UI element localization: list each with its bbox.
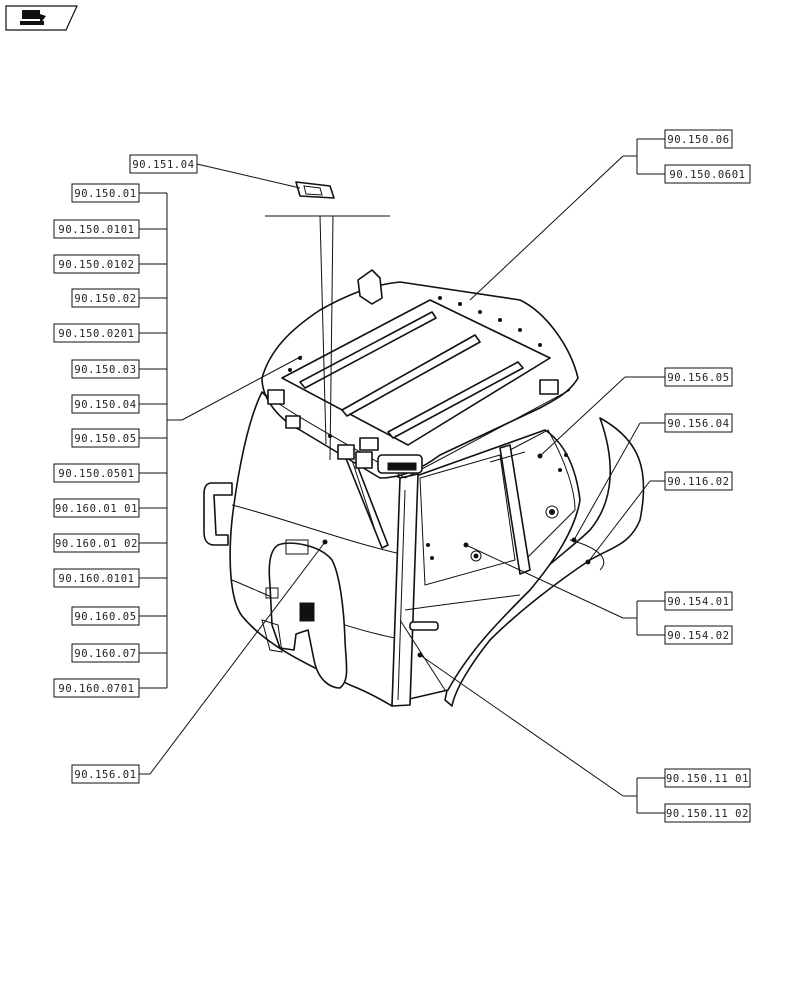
label-90-160-05[interactable]: 90.160.05 bbox=[71, 606, 140, 626]
svg-text:90.151.04: 90.151.04 bbox=[132, 159, 194, 171]
label-90-150-02[interactable]: 90.150.02 bbox=[71, 288, 140, 308]
label-90-150-04[interactable]: 90.150.04 bbox=[71, 394, 140, 414]
label-90-150-0501[interactable]: 90.150.0501 bbox=[53, 463, 140, 483]
label-90-160-01-02[interactable]: 90.160.01 02 bbox=[53, 533, 140, 553]
door-pillar bbox=[391, 473, 419, 707]
label-90-116-02[interactable]: 90.116.02 bbox=[664, 471, 733, 491]
label-90-160-01-01[interactable]: 90.160.01 01 bbox=[53, 498, 140, 518]
part-labels: 90.151.04 90.150.01 90.150.0101 90.150.0… bbox=[53, 129, 751, 823]
svg-text:90.154.01: 90.154.01 bbox=[667, 596, 729, 608]
svg-text:90.156.04: 90.156.04 bbox=[667, 418, 729, 430]
svg-text:90.160.05: 90.160.05 bbox=[74, 611, 136, 623]
label-90-160-07[interactable]: 90.160.07 bbox=[71, 643, 140, 663]
label-90-150-11-02[interactable]: 90.150.11 02 bbox=[664, 803, 751, 823]
label-90-151-04[interactable]: 90.151.04 bbox=[129, 154, 198, 174]
label-90-150-03[interactable]: 90.150.03 bbox=[71, 359, 140, 379]
svg-text:90.160.07: 90.160.07 bbox=[74, 648, 136, 660]
svg-text:90.150.0102: 90.150.0102 bbox=[58, 259, 134, 271]
label-90-154-01[interactable]: 90.154.01 bbox=[664, 591, 733, 611]
svg-text:90.156.05: 90.156.05 bbox=[667, 372, 729, 384]
svg-text:90.150.01: 90.150.01 bbox=[74, 188, 136, 200]
svg-text:90.160.0701: 90.160.0701 bbox=[58, 683, 134, 695]
svg-text:90.160.01 02: 90.160.01 02 bbox=[55, 538, 138, 550]
roof-hatch-part bbox=[295, 181, 335, 199]
label-90-156-01[interactable]: 90.156.01 bbox=[71, 764, 140, 784]
book-arrow-icon[interactable] bbox=[5, 5, 78, 31]
label-90-150-0601[interactable]: 90.150.0601 bbox=[664, 164, 751, 184]
label-90-150-05[interactable]: 90.150.05 bbox=[71, 428, 140, 448]
label-90-150-01[interactable]: 90.150.01 bbox=[71, 183, 140, 203]
label-90-150-11-01[interactable]: 90.150.11 01 bbox=[664, 768, 751, 788]
svg-text:90.150.04: 90.150.04 bbox=[74, 399, 136, 411]
svg-text:90.160.0101: 90.160.0101 bbox=[58, 573, 134, 585]
leader-lines bbox=[139, 138, 665, 814]
svg-text:90.116.02: 90.116.02 bbox=[667, 476, 729, 488]
label-90-150-06[interactable]: 90.150.06 bbox=[664, 129, 733, 149]
svg-text:90.150.02: 90.150.02 bbox=[74, 293, 136, 305]
svg-text:90.150.0101: 90.150.0101 bbox=[58, 224, 134, 236]
label-90-156-05[interactable]: 90.156.05 bbox=[664, 367, 733, 387]
svg-text:90.160.01 01: 90.160.01 01 bbox=[55, 503, 138, 515]
svg-text:90.156.01: 90.156.01 bbox=[74, 769, 136, 781]
cab-illustration bbox=[203, 215, 645, 707]
svg-text:90.150.03: 90.150.03 bbox=[74, 364, 136, 376]
label-90-150-0102[interactable]: 90.150.0102 bbox=[53, 254, 140, 274]
label-90-160-0101[interactable]: 90.160.0101 bbox=[53, 568, 140, 588]
roof-beacon bbox=[357, 269, 383, 305]
rear-handle bbox=[203, 482, 233, 546]
svg-text:90.150.06: 90.150.06 bbox=[667, 134, 729, 146]
label-90-156-04[interactable]: 90.156.04 bbox=[664, 413, 733, 433]
label-90-150-0101[interactable]: 90.150.0101 bbox=[53, 219, 140, 239]
svg-text:90.150.11 01: 90.150.11 01 bbox=[666, 773, 749, 785]
svg-text:90.150.0201: 90.150.0201 bbox=[58, 328, 134, 340]
svg-text:90.150.0601: 90.150.0601 bbox=[669, 169, 745, 181]
svg-text:90.150.11 02: 90.150.11 02 bbox=[666, 808, 749, 820]
label-90-150-0201[interactable]: 90.150.0201 bbox=[53, 323, 140, 343]
label-90-154-02[interactable]: 90.154.02 bbox=[664, 625, 733, 645]
svg-text:90.150.0501: 90.150.0501 bbox=[58, 468, 134, 480]
label-90-160-0701[interactable]: 90.160.0701 bbox=[53, 678, 140, 698]
svg-text:90.150.05: 90.150.05 bbox=[74, 433, 136, 445]
svg-text:90.154.02: 90.154.02 bbox=[667, 630, 729, 642]
